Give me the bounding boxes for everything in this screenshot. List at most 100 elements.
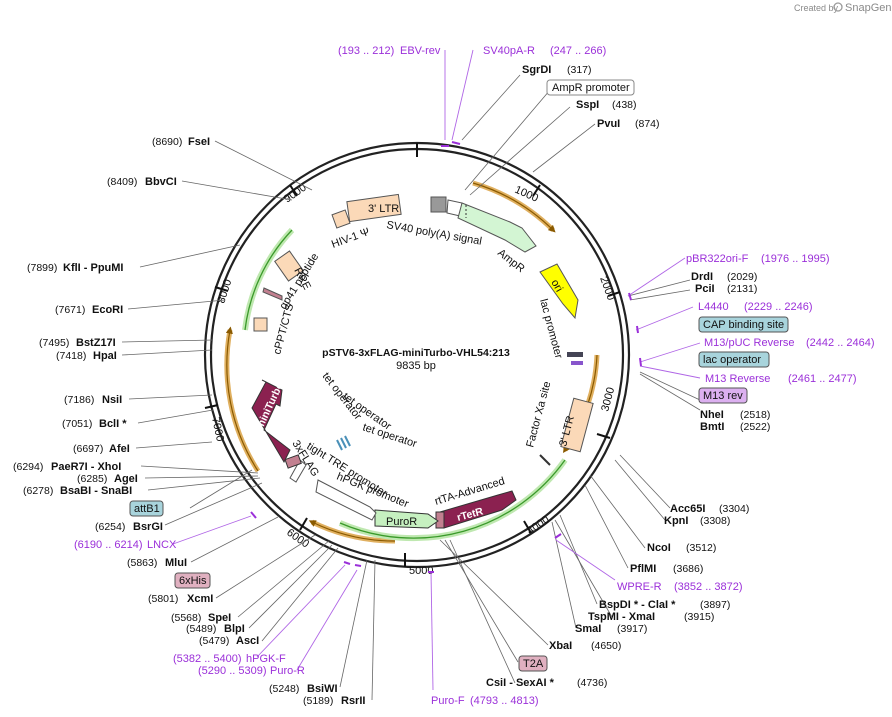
svg-text:(7186): (7186) [64, 394, 94, 406]
lac-operator-box[interactable]: lac operator [698, 351, 770, 368]
ampr-promoter-box[interactable]: AmpR promoter [546, 79, 635, 96]
spei-label[interactable]: SpeI [208, 612, 231, 624]
nsii-label[interactable]: NsiI [102, 394, 122, 406]
smai-label[interactable]: SmaI [575, 623, 601, 635]
ebv-primer-label[interactable]: EBV-rev [400, 45, 441, 57]
factor-xa-label: Factor Xa site [524, 380, 553, 449]
xbai-label[interactable]: XbaI [549, 640, 572, 652]
svg-text:(6294): (6294) [13, 461, 43, 473]
ampr-arrow[interactable] [457, 202, 537, 253]
tetop1-label: tet operator [320, 370, 364, 422]
rre-box[interactable] [274, 250, 304, 282]
csii-sexai-label[interactable]: CsiI - SexAI * [486, 677, 555, 689]
bcli-label[interactable]: BclI * [99, 418, 127, 430]
pflmi-label[interactable]: PflMI [630, 563, 656, 575]
purof-primer-label[interactable]: Puro-F [431, 695, 465, 707]
cap-binding-box[interactable]: CAP binding site [698, 316, 789, 333]
svg-text:(2461 .. 2477): (2461 .. 2477) [788, 373, 857, 385]
bmti-label[interactable]: BmtI [700, 421, 724, 433]
acc65i-label[interactable]: Acc65I [670, 503, 705, 515]
svg-text:(3308): (3308) [700, 515, 730, 527]
tspmi-xmai-label[interactable]: TspMI - XmaI [588, 611, 655, 623]
bspdi-clai-label[interactable]: BspDI * - ClaI * [599, 599, 676, 611]
sspi-label[interactable]: SspI [576, 99, 599, 111]
svg-text:(3852 .. 3872): (3852 .. 3872) [674, 581, 743, 593]
sv40pa-primer-label[interactable]: SV40pA-R [483, 45, 535, 57]
t2a-box[interactable]: T2A [518, 655, 548, 672]
tet-operator-marks [336, 435, 351, 451]
sgrdi-label[interactable]: SgrDI [522, 64, 551, 76]
svg-text:(3917): (3917) [617, 623, 647, 635]
m13puc-primer-label[interactable]: M13/pUC Reverse [704, 337, 794, 349]
paer7i-xhoi-label[interactable]: PaeR7I - XhoI [51, 461, 121, 473]
miniturbo-arrow[interactable] [251, 379, 291, 464]
svg-text:(7495): (7495) [39, 337, 69, 349]
hpgkf-primer-label[interactable]: hPGK-F [246, 653, 286, 665]
ncoi-label[interactable]: NcoI [647, 542, 671, 554]
bsrgi-label[interactable]: BsrGI [133, 521, 163, 533]
hpai-label[interactable]: HpaI [93, 350, 117, 362]
svg-text:(5479): (5479) [199, 635, 229, 647]
svg-text:(6190 .. 6214): (6190 .. 6214) [74, 539, 143, 551]
svg-text:CAP binding site: CAP binding site [703, 319, 784, 331]
pcii-label[interactable]: PciI [695, 283, 715, 295]
snapgene-logo-icon [833, 2, 843, 12]
tick-7000: 7000 [209, 416, 226, 442]
svg-text:(3304): (3304) [719, 503, 749, 515]
ebv-primer-pos: (193 .. 212) [338, 45, 394, 57]
kfli-ppumi-label[interactable]: KflI - PpuMI [63, 262, 124, 274]
leader-lines [121, 74, 701, 701]
lncx-primer-label[interactable]: LNCX [147, 539, 177, 551]
svg-text:(6278): (6278) [23, 485, 53, 497]
kpni-label[interactable]: KpnI [664, 515, 688, 527]
brand-name: SnapGene [845, 2, 892, 14]
svg-text:(5568): (5568) [171, 612, 201, 624]
asci-label[interactable]: AscI [236, 635, 259, 647]
puror-primer-label[interactable]: Puro-R [270, 665, 305, 677]
cppt-label: cPPT/CTS [271, 302, 296, 355]
ori-arrow[interactable] [539, 263, 579, 320]
ecori-label[interactable]: EcoRI [92, 304, 123, 316]
ltr-right-box[interactable] [560, 397, 594, 453]
l4440-primer-label[interactable]: L4440 [698, 301, 729, 313]
svg-text:(438): (438) [612, 99, 637, 111]
svg-text:(3512): (3512) [686, 542, 716, 554]
bsiwi-label[interactable]: BsiWI [307, 683, 338, 695]
puror-arrow[interactable] [374, 509, 439, 529]
m13-rev-box[interactable]: M13 rev [698, 387, 748, 404]
ori-label: ori [548, 278, 565, 295]
drdi-label[interactable]: DrdI [691, 271, 713, 283]
tick-9000: 9000 [282, 182, 309, 206]
bbvci-label[interactable]: BbvCI [145, 176, 177, 188]
fsei-label[interactable]: FseI [188, 136, 210, 148]
m13rev-primer-label[interactable]: M13 Reverse [705, 373, 770, 385]
bsabi-snabi-label[interactable]: BsaBI - SnaBI [60, 485, 132, 497]
gp41-arrow [262, 287, 283, 301]
afei-label[interactable]: AfeI [109, 443, 130, 455]
svg-text:(3686): (3686) [673, 563, 703, 575]
svg-text:(2131): (2131) [727, 283, 757, 295]
xcmi-label[interactable]: XcmI [187, 593, 213, 605]
agei-label[interactable]: AgeI [114, 473, 138, 485]
bstz17i-label[interactable]: BstZ17I [76, 337, 116, 349]
svg-text:(2442 .. 2464): (2442 .. 2464) [806, 337, 875, 349]
his-tag-box[interactable]: 6xHis [174, 572, 211, 589]
hiv-psi-label: HIV-1 Ψ [330, 226, 371, 251]
sv40pa-primer-pos: (247 .. 266) [550, 45, 606, 57]
pvui-label[interactable]: PvuI [597, 118, 620, 130]
blpi-label[interactable]: BlpI [224, 623, 245, 635]
pbr-primer-label[interactable]: pBR322ori-F [686, 253, 749, 265]
attb1-box[interactable]: attB1 [129, 500, 164, 517]
svg-text:(5382 .. 5400): (5382 .. 5400) [173, 653, 242, 665]
svg-text:(6285): (6285) [77, 473, 107, 485]
svg-text:lac operator: lac operator [703, 354, 761, 366]
puror-label: PuroR [386, 516, 417, 528]
nhei-label[interactable]: NheI [700, 409, 724, 421]
wpre-primer-label[interactable]: WPRE-R [617, 581, 662, 593]
rsrii-label[interactable]: RsrII [341, 695, 365, 707]
tick-5000: 5000 [409, 565, 433, 577]
mlui-label[interactable]: MluI [165, 557, 187, 569]
svg-text:(5248): (5248) [269, 683, 299, 695]
svg-text:(3915): (3915) [684, 611, 714, 623]
feature-ltr-top[interactable]: 3' LTR [346, 193, 402, 223]
